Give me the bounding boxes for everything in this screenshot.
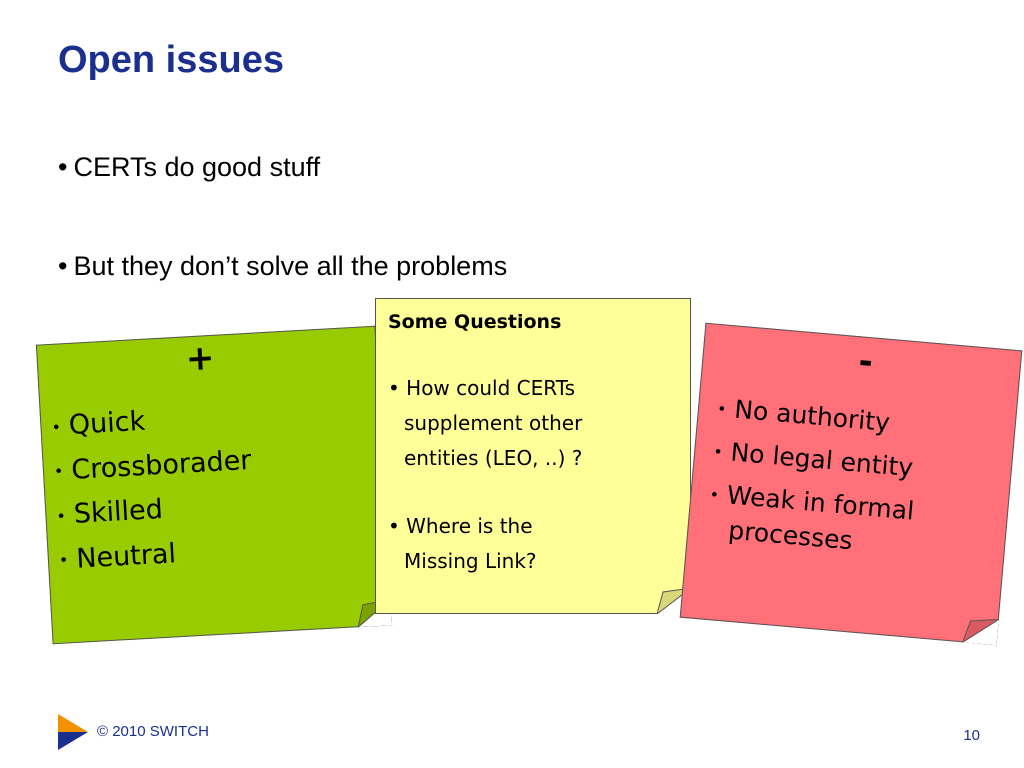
switch-logo-icon: [58, 714, 88, 750]
copyright-text: © 2010 SWITCH: [97, 723, 209, 740]
bullet-glyph: •: [58, 152, 68, 182]
questions-sticky-note: Some Questions • How could CERTs supplem…: [375, 298, 691, 614]
question-item: • How could CERTs supplement other entit…: [388, 376, 583, 470]
questions-heading: Some Questions: [388, 311, 562, 333]
page-number: 10: [963, 727, 980, 744]
slide-title: Open issues: [58, 39, 284, 81]
pros-sticky-note: + •Quick •Crossborader •Skilled •Neutral: [35, 325, 393, 645]
bullet-text: But they don’t solve all the problems: [73, 251, 508, 281]
minus-heading: -: [856, 341, 875, 383]
question-item: • Where is the Missing Link?: [388, 514, 537, 573]
cons-list: •No authority •No legal entity •Weak in …: [705, 387, 924, 567]
bullet-item: •But they don’t solve all the problems: [58, 251, 508, 282]
page-curl-icon: [962, 618, 999, 646]
bullet-item: •CERTs do good stuff: [58, 152, 321, 183]
plus-heading: +: [184, 337, 216, 380]
bullet-glyph: •: [58, 251, 68, 281]
cons-sticky-note: - •No authority •No legal entity •Weak i…: [679, 322, 1023, 646]
bullet-text: CERTs do good stuff: [73, 152, 321, 182]
pros-list: •Quick •Crossborader •Skilled •Neutral: [50, 394, 257, 583]
